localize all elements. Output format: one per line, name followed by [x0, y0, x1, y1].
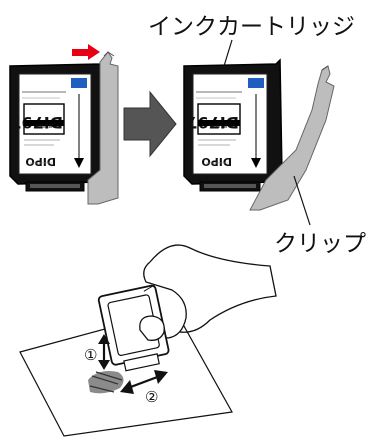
leader-ink-cartridge [224, 40, 232, 66]
leader-clip [294, 176, 310, 225]
callout-ink-cartridge: インクカートリッジ [148, 14, 355, 40]
blue-badge-right [248, 78, 264, 88]
blue-badge-left [71, 78, 87, 88]
cartridge-without-clip: DI797 BLACK DIPO [184, 60, 334, 210]
step-1-label: ① [84, 346, 97, 364]
transition-arrow [124, 92, 176, 156]
cartridge-with-clip: DI797 BLACK DIPO [10, 44, 118, 204]
callout-clip: クリップ [274, 231, 366, 257]
color-word-right: BLACK [210, 122, 227, 128]
step-2-label: ② [145, 388, 158, 406]
brand-text-left: DIPO [25, 155, 56, 168]
wiping-illustration: ① ② [20, 245, 276, 436]
brand-text-right: DIPO [201, 155, 232, 168]
color-word-left: BLACK [35, 122, 52, 128]
push-arrow [72, 44, 100, 60]
